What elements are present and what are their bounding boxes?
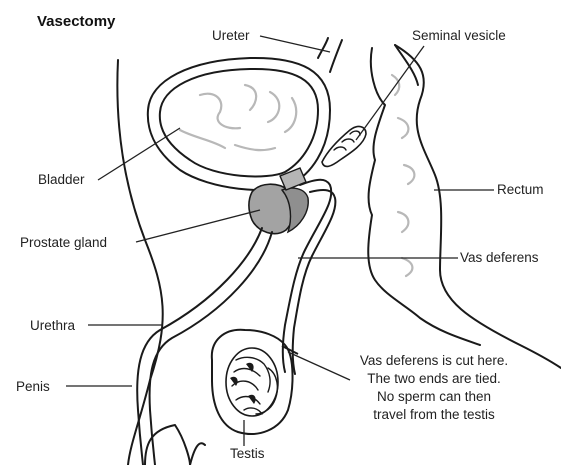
note-line-4: travel from the testis: [373, 407, 495, 422]
label-prostate-gland: Prostate gland: [20, 235, 107, 250]
label-rectum: Rectum: [497, 182, 544, 197]
label-penis: Penis: [16, 379, 50, 394]
prostate-gland: [249, 168, 308, 234]
note-line-2: The two ends are tied.: [367, 371, 501, 386]
vasectomy-note: Vas deferens is cut here. The two ends a…: [360, 353, 508, 422]
bladder: [148, 58, 330, 190]
label-seminal-vesicle: Seminal vesicle: [412, 28, 506, 43]
label-vas-deferens: Vas deferens: [460, 250, 539, 265]
label-bladder: Bladder: [38, 172, 85, 187]
label-urethra: Urethra: [30, 318, 76, 333]
label-testis: Testis: [230, 446, 265, 461]
note-line-1: Vas deferens is cut here.: [360, 353, 508, 368]
label-ureter: Ureter: [212, 28, 250, 43]
urethra: [137, 228, 272, 465]
diagram-title: Vasectomy: [37, 13, 116, 30]
testis: [226, 348, 278, 416]
ureter: [318, 38, 342, 72]
rectum: [368, 45, 480, 345]
note-line-3: No sperm can then: [377, 389, 491, 404]
